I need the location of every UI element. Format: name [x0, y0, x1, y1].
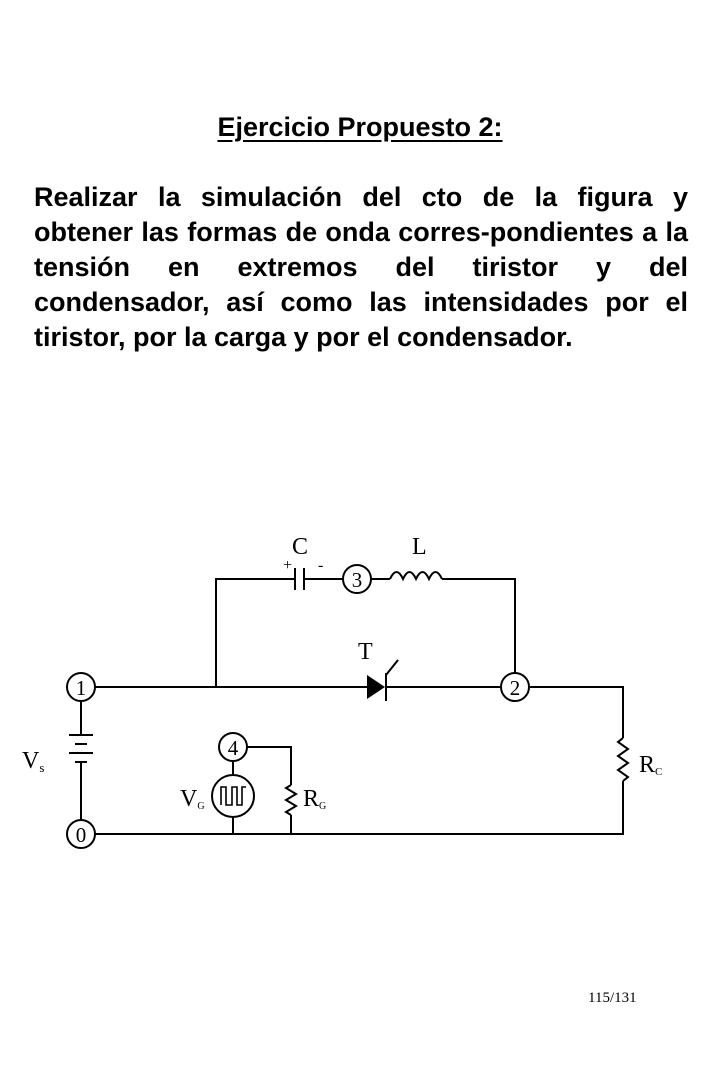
thyristor-triangle [367, 675, 385, 699]
node-1-circle [66, 672, 96, 702]
node-0-label: 0 [76, 823, 87, 847]
gate-resistor-label: RG [303, 786, 326, 812]
node-2-label: 2 [510, 676, 521, 700]
node-1-label: 1 [76, 676, 87, 700]
exercise-title: Ejercicio Propuesto 2: [217, 112, 503, 142]
inductor-label: L [412, 534, 427, 560]
node-4-label: 4 [228, 736, 239, 760]
gate-resistor-zigzag [284, 784, 298, 816]
inductor-coil [389, 571, 443, 582]
exercise-statement: Realizar la simulación del cto de la fig… [34, 182, 688, 352]
load-resistor-label: RC [639, 752, 662, 778]
node-2-circle [500, 672, 530, 702]
node-3-label: 3 [352, 568, 363, 592]
page-number: 115/131 [588, 990, 637, 1006]
wire-node2-load [529, 686, 624, 738]
gate-pulse-source [211, 774, 255, 818]
wire-load-bottom [95, 781, 624, 835]
thyristor-gate-lead [385, 659, 399, 676]
wire-inductor-node2 [442, 578, 516, 673]
wire-node4-rg [247, 746, 292, 785]
capacitor-plus-sign: + [283, 557, 292, 574]
node-3-circle [342, 564, 372, 594]
node-4-circle [218, 732, 248, 762]
capacitor-label: C [292, 534, 308, 560]
thyristor-label: T [358, 639, 373, 665]
node-0-circle [66, 819, 96, 849]
load-resistor-zigzag [616, 737, 630, 782]
gate-source-label: VG [180, 786, 205, 812]
source-label: Vs [22, 748, 44, 775]
wire-top-left [215, 578, 294, 687]
pulse-waveform-icon [220, 786, 246, 806]
capacitor-minus-sign: - [318, 557, 323, 574]
